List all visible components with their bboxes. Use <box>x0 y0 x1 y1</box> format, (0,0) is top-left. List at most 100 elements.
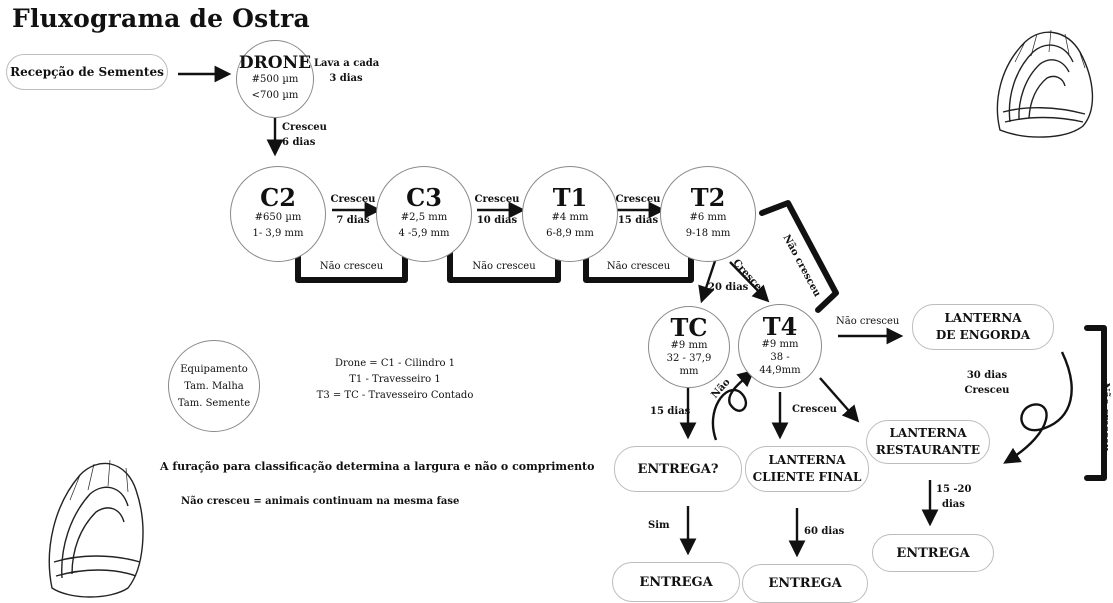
lanterna-cliente-box: LANTERNA CLIENTE FINAL <box>745 446 869 492</box>
reception-label: Recepção de Sementes <box>10 65 164 79</box>
lanterna-cliente-l2: CLIENTE FINAL <box>752 470 862 484</box>
node-t4: T4 #9 mm 38 - 44,9mm <box>738 304 822 388</box>
oyster-illustration-bottom-left <box>48 459 144 598</box>
entrega-box-cliente: ENTREGA <box>742 564 868 603</box>
lanterna-engorda-l2: DE ENGORDA <box>935 328 1031 342</box>
drone-size: <700 µm <box>251 90 299 101</box>
page-title: Fluxograma de Ostra <box>12 4 310 33</box>
edge-30dias-l2: Cresceu <box>964 385 1010 396</box>
drone-name: DRONE <box>238 53 312 73</box>
edge-drone-c2-label: Cresceu 6 dias <box>282 120 327 150</box>
nao-cresceu-label-2: Não cresceu <box>472 261 536 272</box>
edge-c2-c3-label: Cresceu 7 dias <box>328 192 378 228</box>
edge-c3-t1-l2: 10 dias <box>476 215 518 226</box>
tc-name: TC <box>670 312 708 342</box>
c3-mesh: #2,5 mm <box>400 212 448 223</box>
c2-size: 1- 3,9 mm <box>252 228 304 239</box>
legend-text-l3: T3 = TC - Travesseiro Contado <box>316 390 474 401</box>
lanterna-restaurante-l2: RESTAURANTE <box>875 443 981 457</box>
node-c2: C2 #650 µm 1- 3,9 mm <box>230 166 326 262</box>
sim-label: Sim <box>648 520 670 531</box>
tc-size: 32 - 37,9 <box>666 352 712 364</box>
t2-mesh: #6 mm <box>689 212 727 223</box>
entrega-question-label: ENTREGA? <box>637 461 719 477</box>
drone-wash-line2: 3 dias <box>329 73 363 84</box>
edge-cresceu-label: Cresceu <box>792 404 837 415</box>
legend-circle: Equipamento Tam. Malha Tam. Semente <box>168 340 260 432</box>
nao-cresceu-label-t4: Não cresceu <box>836 316 900 327</box>
edge-t1-t2-l1: Cresceu <box>615 194 661 205</box>
lanterna-restaurante-l1: LANTERNA <box>889 426 967 440</box>
nao-cresceu-label-3: Não cresceu <box>606 261 671 272</box>
arrow-t2-t4 <box>729 261 770 303</box>
edge-t1-t2-l2: 15 dias <box>617 215 659 226</box>
bracket-engorda-right <box>1084 325 1107 481</box>
tc-size-unit: mm <box>679 365 699 377</box>
note-classification: A furação para classificação determina a… <box>160 460 595 473</box>
t4-size: 38 - <box>770 351 790 363</box>
edge-c3-t1-l1: Cresceu <box>474 194 520 205</box>
bracket-t2-t4 <box>759 200 839 313</box>
legend-text-l2: T1 - Travesseiro 1 <box>349 374 441 385</box>
bracket-c2-c3 <box>295 249 408 283</box>
legend-equipamento: Equipamento <box>180 363 248 375</box>
lanterna-engorda-box: LANTERNA DE ENGORDA <box>912 304 1054 350</box>
edge-60dias-label: 60 dias <box>804 526 845 537</box>
arrow-t4-lanterna-restaurante <box>819 377 860 423</box>
entrega-question-box: ENTREGA? <box>614 446 742 492</box>
t1-mesh: #4 mm <box>551 212 589 223</box>
node-c3: C3 #2,5 mm 4 -5,9 mm <box>376 166 472 262</box>
node-tc: TC #9 mm 32 - 37,9 mm <box>648 306 730 388</box>
edge-drone-c2-l2: 6 dias <box>282 137 316 148</box>
edge-15-20-l2: dias <box>942 499 965 510</box>
edge-c3-t1-label: Cresceu 10 dias <box>472 192 522 228</box>
node-t2: T2 #6 mm 9-18 mm <box>660 166 756 262</box>
lanterna-cliente-l1: LANTERNA <box>768 453 846 467</box>
bracket-c3-t1 <box>447 249 561 283</box>
c3-name: C3 <box>406 183 442 212</box>
edge-t1-t2-label: Cresceu 15 dias <box>612 192 664 228</box>
edge-30dias-label: 30 dias Cresceu <box>962 368 1012 398</box>
c2-mesh: #650 µm <box>254 212 302 223</box>
edge-30dias-l1: 30 dias <box>966 370 1008 381</box>
node-drone: DRONE #500 µm <700 µm <box>236 40 314 118</box>
oyster-illustration-top-right <box>996 29 1094 138</box>
note-nao-cresceu: Não cresceu = animais continuam na mesma… <box>181 496 460 507</box>
t2-name: T2 <box>690 183 726 212</box>
lanterna-restaurante-box: LANTERNA RESTAURANTE <box>866 420 990 464</box>
legend-malha: Tam. Malha <box>184 380 244 392</box>
t4-name: T4 <box>762 311 798 341</box>
edge-drone-c2-l1: Cresceu <box>282 122 327 133</box>
lanterna-engorda-l1: LANTERNA <box>944 311 1022 325</box>
legend-text-l1: Drone = C1 - Cilindro 1 <box>334 358 456 369</box>
edge-15dias-label: 15 dias <box>650 406 691 417</box>
entrega-label-tc: ENTREGA <box>639 574 713 590</box>
entrega-label-restaurante: ENTREGA <box>896 545 970 561</box>
edge-c2-c3-l2: 7 dias <box>336 215 370 226</box>
tc-mesh: #9 mm <box>670 339 708 351</box>
t1-name: T1 <box>552 183 588 212</box>
legend-semente: Tam. Semente <box>177 397 251 409</box>
entrega-box-tc: ENTREGA <box>612 562 740 602</box>
edge-20dias-label: 20 dias <box>708 282 749 293</box>
arrow-entrega-q-back-to-t4 <box>711 369 755 441</box>
nao-cresceu-label-1: Não cresceu <box>319 261 384 272</box>
node-t1: T1 #4 mm 6-8,9 mm <box>522 166 618 262</box>
t1-size: 6-8,9 mm <box>546 228 594 239</box>
legend-text: Drone = C1 - Cilindro 1 T1 - Travesseiro… <box>290 356 500 404</box>
edge-15-20-l1: 15 -20 <box>936 484 972 495</box>
t4-size-2: 44,9mm <box>759 364 801 376</box>
c2-name: C2 <box>260 183 296 212</box>
reception-box: Recepção de Sementes <box>6 54 168 90</box>
c3-size: 4 -5,9 mm <box>398 228 450 239</box>
edge-c2-c3-l1: Cresceu <box>330 194 376 205</box>
bracket-t1-t2 <box>583 249 694 283</box>
drone-mesh: #500 µm <box>251 74 299 85</box>
arrow-engorda-to-restaurante <box>1003 351 1073 464</box>
entrega-label-cliente: ENTREGA <box>768 576 842 591</box>
entrega-box-restaurante: ENTREGA <box>872 534 994 572</box>
arrow-t2-tc <box>698 257 718 304</box>
drone-wash-line1: Lava a cada <box>314 58 380 69</box>
nao-cresceu-label-engorda: Não cresceu <box>1099 382 1111 452</box>
